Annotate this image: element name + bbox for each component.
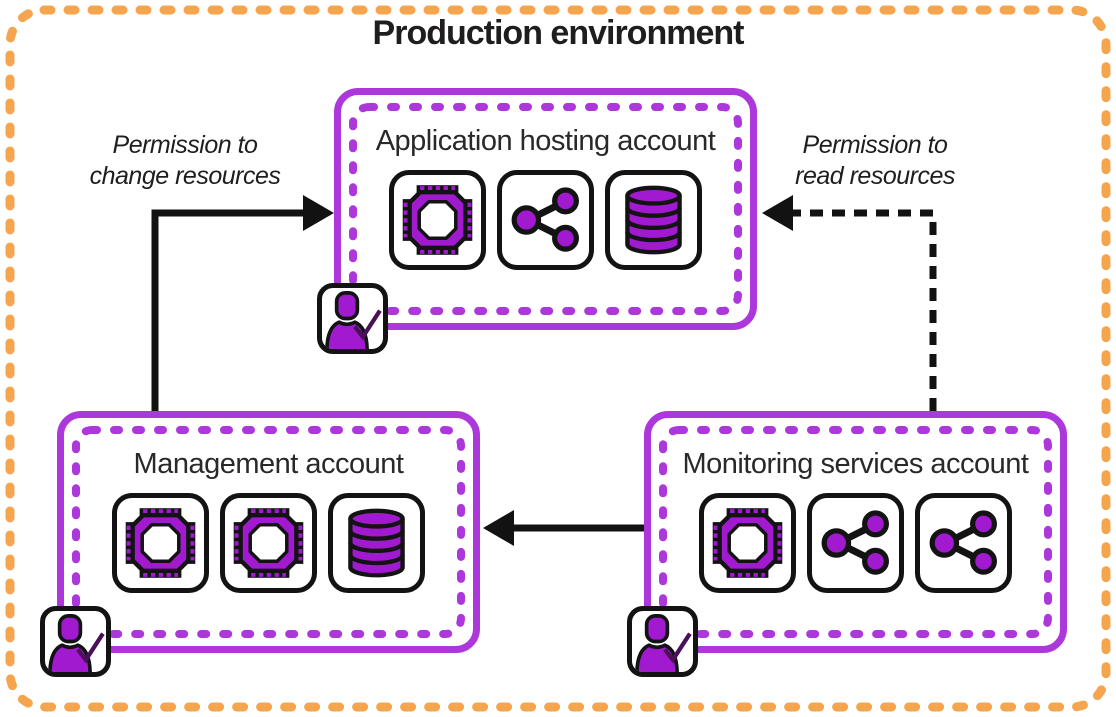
edge-label-line: Permission to [802, 131, 948, 159]
cpu-chip-icon [112, 493, 209, 593]
user-check-icon [317, 283, 388, 354]
arrow-read-resources [762, 195, 937, 411]
arrow-change-resources [151, 195, 334, 411]
cpu-chip-icon [220, 493, 317, 593]
cpu-chip-icon [699, 493, 796, 593]
database-icon [328, 493, 425, 593]
cpu-chip-icon [389, 170, 486, 270]
share-network-icon [915, 493, 1012, 593]
account-box-monitoring-services: Monitoring services account [627, 411, 1067, 677]
resource-icons [341, 170, 750, 270]
edge-label-read-resources: Permission to read resources [747, 130, 1003, 192]
user-check-icon [40, 606, 111, 677]
share-network-icon [497, 170, 594, 270]
account-title: Management account [133, 448, 404, 480]
edge-label-line: Permission to [112, 131, 258, 159]
resource-icons [651, 493, 1060, 593]
arrowhead-right [303, 195, 334, 231]
account-title: Monitoring services account [682, 448, 1029, 480]
environment-frame-border [5, 5, 1111, 712]
edge-label-line: read resources [795, 162, 955, 190]
user-check-icon [627, 606, 698, 677]
share-network-icon [807, 493, 904, 593]
edge-label-change-resources: Permission to change resources [57, 130, 313, 192]
resource-icons [64, 493, 473, 593]
page-title: Production environment [372, 14, 745, 52]
account-box-management: Management account [40, 411, 480, 677]
account-title: Application hosting account [375, 125, 716, 157]
arrowhead-left [762, 195, 793, 231]
account-box-application-hosting: Application hosting account [317, 88, 757, 354]
arrow-monitoring-to-management [483, 510, 644, 546]
database-icon [605, 170, 702, 270]
arrowhead-left [483, 510, 514, 546]
edge-label-line: change resources [89, 162, 281, 190]
